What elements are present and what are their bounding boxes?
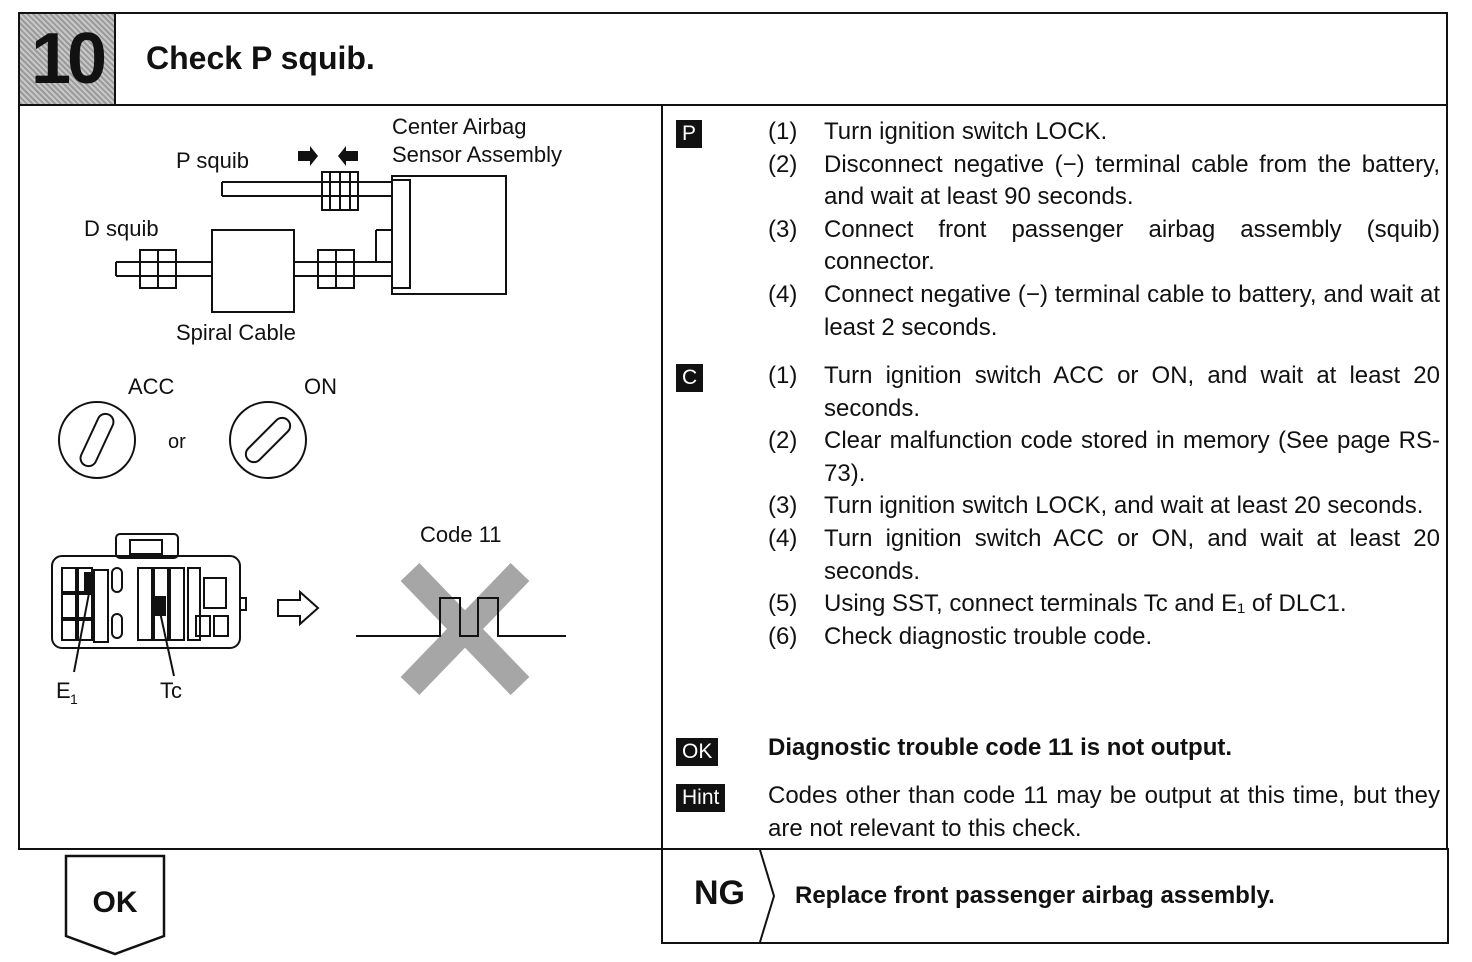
procedure-step: (3)Connect front passenger airbag assemb… <box>768 215 1440 276</box>
procedure-step: (2)Clear malfunction code stored in memo… <box>768 427 1440 487</box>
e1-terminal <box>84 572 92 592</box>
tc-terminal <box>154 596 166 616</box>
label-acc: ACC <box>128 374 175 399</box>
procedure-c-list: (1)Turn ignition switch ACC or ON, and w… <box>768 360 1440 653</box>
procedure-step: (6)Check diagnostic trouble code. <box>768 622 1153 650</box>
column-divider <box>661 104 663 944</box>
ng-action-text: Replace front passenger airbag assembly. <box>795 882 1275 909</box>
ng-chevron-icon <box>759 850 776 942</box>
label-p-squib: P squib <box>176 148 249 173</box>
ok-flow-box: OK <box>64 854 166 956</box>
procedure-step: (5)Using SST, connect terminals Tc and E… <box>768 590 1347 618</box>
header-divider <box>18 104 1448 106</box>
label-d-squib: D squib <box>84 216 159 241</box>
label-or: or <box>168 431 186 453</box>
tag-p: P <box>676 120 703 148</box>
label-sensor-assembly: Sensor Assembly <box>392 142 562 167</box>
arrow-left-icon <box>338 146 358 166</box>
label-e1-subscript: 1 <box>70 691 78 707</box>
procedure-step: (3)Turn ignition switch LOCK, and wait a… <box>768 492 1424 520</box>
sensor-connector <box>391 179 411 289</box>
label-e1: E <box>56 678 71 703</box>
procedure-p-list: (1)Turn ignition switch LOCK. (2)Disconn… <box>768 116 1440 344</box>
code-11-crossed-icon <box>356 562 566 696</box>
tag-ok: OK <box>676 738 719 766</box>
spiral-cable-box <box>211 229 295 313</box>
step-number-badge: 10 <box>20 14 116 104</box>
procedure-step: (4)Turn ignition switch ACC or ON, and w… <box>768 524 1440 585</box>
label-spiral-cable: Spiral Cable <box>176 320 296 345</box>
arrow-right-icon <box>298 146 318 166</box>
ok-flow-label: OK <box>93 886 138 919</box>
procedure-step: (1)Turn ignition switch LOCK. <box>768 118 1108 145</box>
hint-text: Codes other than code 11 may be output a… <box>768 782 1440 842</box>
label-on: ON <box>304 374 337 399</box>
ng-flow-box <box>661 848 1449 944</box>
ok-result-text: Diagnostic trouble code 11 is not output… <box>768 734 1233 761</box>
label-code-11: Code 11 <box>420 522 502 547</box>
illustration-panel: Center Airbag Sensor Assembly P squib D … <box>51 114 566 707</box>
label-center-airbag: Center Airbag <box>392 114 527 139</box>
step-title: Check P squib. <box>146 40 375 76</box>
ng-flow-label: NG <box>694 874 745 912</box>
step-number: 10 <box>30 19 107 99</box>
label-tc: Tc <box>160 678 182 703</box>
procedure-step: (1)Turn ignition switch ACC or ON, and w… <box>768 362 1440 422</box>
procedure-step: (2)Disconnect negative (−) terminal cabl… <box>768 150 1440 211</box>
tag-hint: Hint <box>676 784 726 812</box>
procedure-step: (4)Connect negative (−) terminal cable t… <box>768 280 1440 341</box>
on-switch-icon <box>229 401 307 479</box>
acc-switch-icon <box>58 401 136 479</box>
tag-c: C <box>676 364 704 392</box>
